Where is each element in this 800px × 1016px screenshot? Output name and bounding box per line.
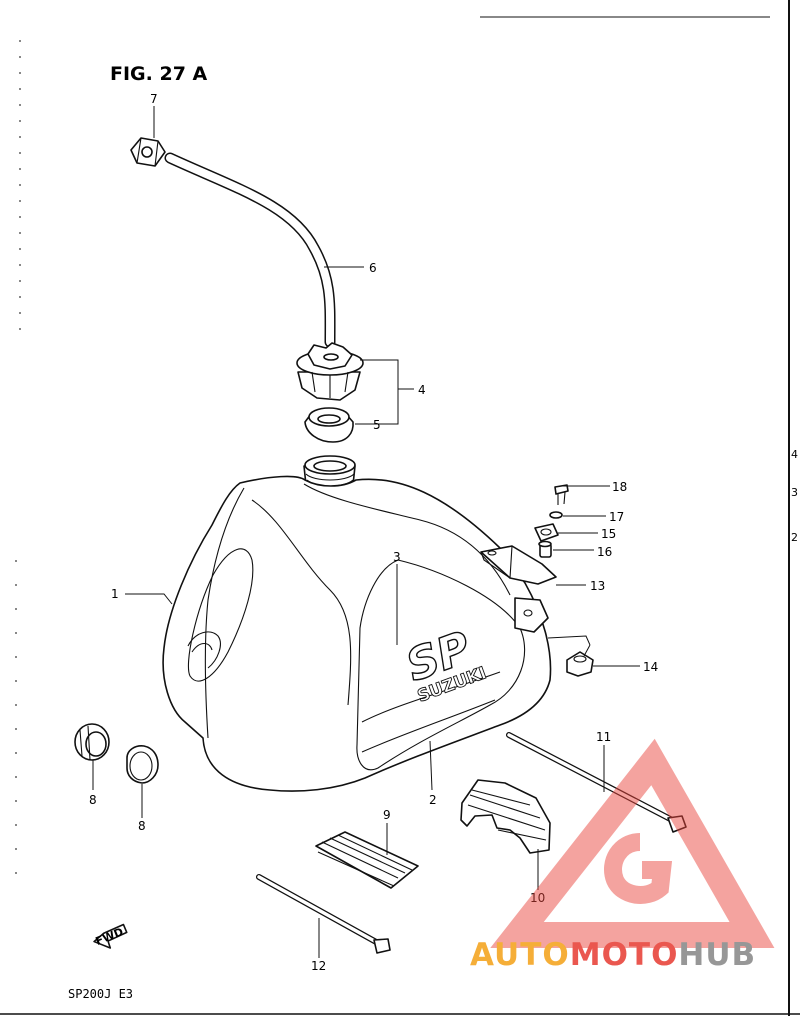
callout-14: 14 xyxy=(643,660,658,674)
callout-5: 5 xyxy=(373,418,381,432)
callout-13: 13 xyxy=(590,579,605,593)
cushion xyxy=(534,523,559,542)
callout-labels: 7 6 4 5 1 3 2 18 17 15 16 13 14 11 9 10 … xyxy=(89,92,658,973)
watermark-text-auto: AUTOMOTOHUB xyxy=(470,937,756,973)
watermark-logo-icon xyxy=(490,738,775,948)
callout-1: 1 xyxy=(111,587,119,601)
cushion-grommet-b xyxy=(126,745,159,784)
callout-3: 3 xyxy=(393,550,401,564)
edge-mark-4: 4 xyxy=(791,448,798,461)
rear-cushion xyxy=(566,651,594,677)
rubber-pad xyxy=(315,831,419,889)
model-code: SP200J E3 xyxy=(68,987,133,1001)
tank-bracket xyxy=(480,545,557,585)
leader-lines xyxy=(92,106,640,958)
breather-hose xyxy=(164,152,336,348)
cushion-grommet-a xyxy=(74,723,110,761)
bolt xyxy=(554,484,569,505)
callout-16: 16 xyxy=(597,545,612,559)
callout-8a: 8 xyxy=(89,793,97,807)
callout-6: 6 xyxy=(369,261,377,275)
collar xyxy=(538,540,552,558)
callout-7: 7 xyxy=(150,92,158,106)
edge-marks: 4 3 2 xyxy=(791,448,798,544)
edge-mark-2: 2 xyxy=(791,531,798,544)
callout-18: 18 xyxy=(612,480,627,494)
callout-4: 4 xyxy=(418,383,426,397)
cable-tie-short xyxy=(256,874,391,954)
cable-tie-long xyxy=(506,732,687,833)
cap-gasket xyxy=(304,407,354,443)
washer xyxy=(549,511,563,519)
figure-title: FIG. 27 A xyxy=(110,63,208,85)
forward-arrow-icon: FWD xyxy=(93,923,128,949)
edge-mark-3: 3 xyxy=(791,486,798,499)
callout-11: 11 xyxy=(596,730,611,744)
watermark: AUTOMOTOHUB xyxy=(470,738,775,973)
callout-17: 17 xyxy=(609,510,624,524)
hose-clamp xyxy=(130,137,166,167)
callout-9: 9 xyxy=(383,808,391,822)
callout-8b: 8 xyxy=(138,819,146,833)
callout-2: 2 xyxy=(429,793,437,807)
callout-15: 15 xyxy=(601,527,616,541)
callout-12: 12 xyxy=(311,959,326,973)
callout-10: 10 xyxy=(530,891,545,905)
fuel-tank: SP SUZUKI xyxy=(162,475,552,792)
fuel-cap xyxy=(296,342,364,401)
tank-cushion xyxy=(460,779,551,854)
